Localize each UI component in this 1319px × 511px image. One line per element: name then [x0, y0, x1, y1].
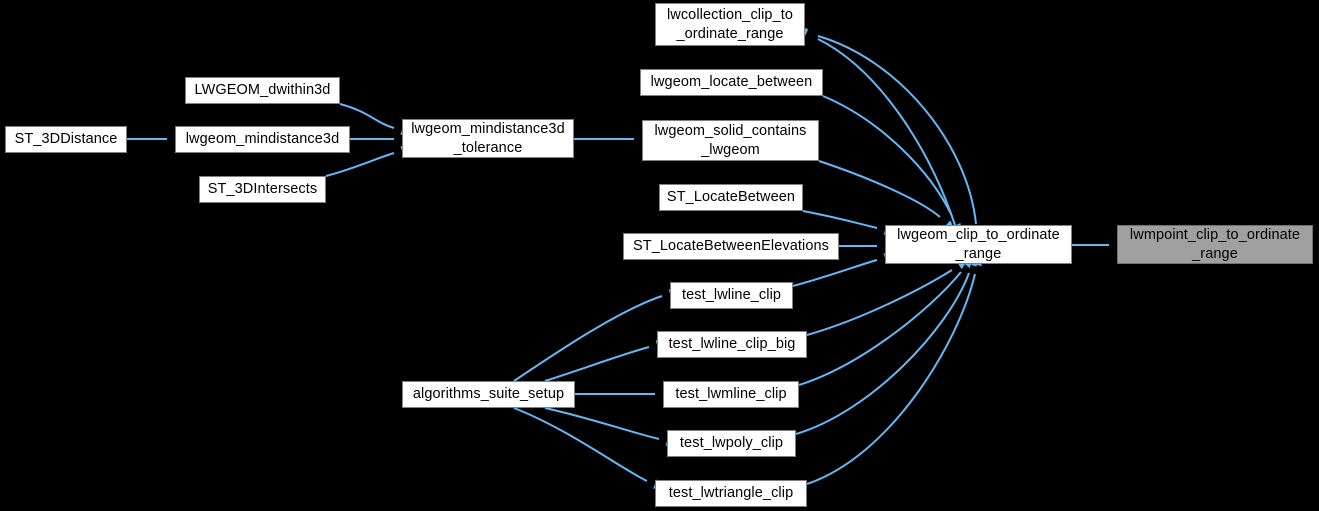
graph-node-lwgeom_solid_contains[interactable]: lwgeom_solid_contains _lwgeom: [642, 120, 819, 161]
graph-node-test_lwpoly_clip[interactable]: test_lwpoly_clip: [667, 430, 796, 457]
call-edge: [817, 35, 977, 225]
call-edge: [802, 210, 878, 229]
call-edge: [544, 407, 660, 440]
graph-node-st_locatebetween[interactable]: ST_LocateBetween: [659, 184, 803, 211]
call-edge: [798, 271, 962, 386]
graph-node-st_locatebetweenelev[interactable]: ST_LocateBetweenElevations: [623, 233, 839, 260]
call-edge: [792, 259, 878, 287]
graph-node-mindistance3d_tolerance[interactable]: lwgeom_mindistance3d _tolerance: [402, 119, 574, 158]
graph-node-st_3ddistance[interactable]: ST_3DDistance: [5, 126, 127, 153]
call-edge: [806, 273, 976, 485]
graph-node-algorithms_suite_setup[interactable]: algorithms_suite_setup: [402, 381, 575, 408]
graph-node-lwmpoint_clip_to_ordinate[interactable]: lwmpoint_clip_to_ordinate _range: [1117, 225, 1313, 264]
call-edge: [513, 295, 663, 382]
graph-node-test_lwline_clip_big[interactable]: test_lwline_clip_big: [657, 331, 807, 358]
graph-node-st_3dintersects[interactable]: ST_3DIntersects: [199, 176, 326, 203]
graph-node-test_lwline_clip[interactable]: test_lwline_clip: [670, 282, 793, 309]
graph-node-lwgeom_mindistance3d[interactable]: lwgeom_mindistance3d: [175, 126, 350, 153]
graph-node-lwgeom_locate_between[interactable]: lwgeom_locate_between: [640, 69, 823, 96]
graph-node-lwgeom_dwithin3d[interactable]: LWGEOM_dwithin3d: [185, 77, 340, 104]
graph-node-lwgeom_clip_to_ordinate[interactable]: lwgeom_clip_to_ordinate _range: [885, 225, 1072, 264]
call-edge: [822, 95, 953, 217]
call-edge: [325, 152, 395, 177]
call-edge: [817, 38, 956, 226]
call-edge: [544, 346, 650, 382]
graph-node-test_lwmline_clip[interactable]: test_lwmline_clip: [663, 381, 799, 408]
call-edge: [513, 407, 648, 482]
call-edge: [339, 103, 395, 129]
call-edge: [795, 272, 970, 435]
call-edge: [818, 160, 941, 218]
graph-node-lwcollection_clip[interactable]: lwcollection_clip_to _ordinate_range: [655, 3, 805, 46]
call-edge: [806, 269, 953, 336]
graph-node-test_lwtriangle_clip[interactable]: test_lwtriangle_clip: [655, 480, 807, 507]
